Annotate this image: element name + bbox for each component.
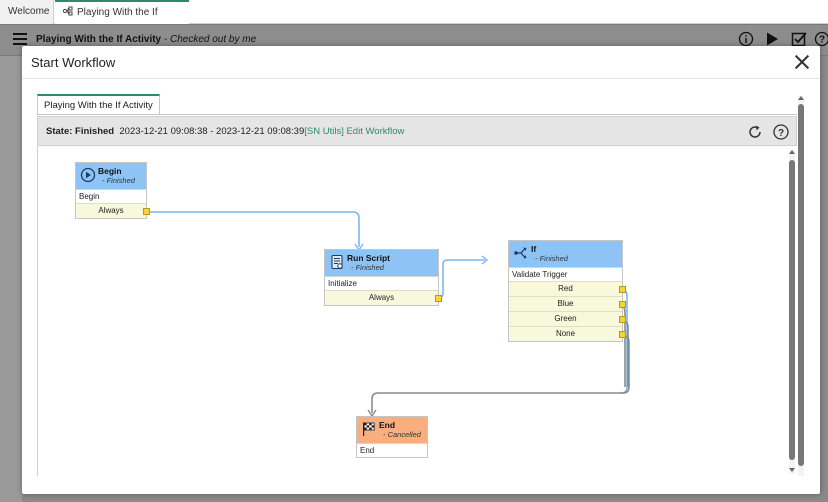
record-subtitle: - Checked out by me — [161, 34, 257, 45]
tab-underline — [37, 114, 797, 115]
page-backdrop-edge — [0, 56, 22, 502]
svg-text:?: ? — [778, 128, 784, 139]
activity-begin[interactable]: Begin - Finished Begin Always — [75, 162, 150, 219]
connector-arrow — [481, 255, 489, 265]
activity-header: Begin - Finished — [76, 163, 146, 189]
scroll-thumb[interactable] — [789, 160, 795, 460]
workflow-canvas[interactable]: Begin - Finished Begin Always Run Script… — [37, 146, 797, 476]
tab-workflow[interactable]: Playing With the If Activity — [55, 0, 189, 39]
condition-label: None — [555, 329, 576, 338]
exit-port[interactable] — [619, 301, 626, 308]
activity-status: - Finished — [535, 254, 568, 263]
play-icon — [80, 167, 96, 183]
connector-begin-to-runscript — [129, 211, 360, 247]
activity-header: Run Script - Finished — [325, 250, 438, 276]
condition-none: None — [509, 326, 626, 341]
dialog-scrollbar[interactable] — [798, 96, 804, 476]
exit-port[interactable] — [143, 208, 150, 215]
activity-name: Run Script — [347, 253, 390, 263]
activity-status: - Finished — [102, 176, 135, 185]
help-icon[interactable]: ? — [814, 31, 828, 47]
activity-name: End — [379, 420, 396, 430]
activity-description: End — [357, 443, 427, 457]
exit-port[interactable] — [435, 295, 442, 302]
tab-label: Welcome — [8, 6, 50, 17]
activity-status: - Finished — [351, 263, 384, 272]
scroll-up-icon[interactable] — [798, 96, 804, 100]
refresh-icon[interactable] — [747, 124, 763, 140]
activity-header: If - Finished — [509, 241, 622, 267]
scroll-up-icon[interactable] — [789, 150, 795, 154]
condition-label: Always — [98, 206, 124, 215]
help-icon[interactable]: ? — [773, 124, 789, 140]
condition-label: Green — [554, 314, 577, 323]
exit-port[interactable] — [619, 286, 626, 293]
record-title: Playing With the If Activity - Checked o… — [36, 34, 256, 45]
state-time-range: 2023-12-21 09:08:38 - 2023-12-21 09:08:3… — [119, 126, 305, 137]
exit-port[interactable] — [619, 331, 626, 338]
workflow-icon — [63, 6, 73, 16]
close-icon[interactable] — [794, 54, 810, 70]
branch-icon — [514, 247, 527, 259]
activity-description: Validate Trigger — [509, 267, 622, 281]
condition-blue: Blue — [509, 296, 626, 311]
state-label: State: Finished — [46, 126, 115, 137]
tab-welcome[interactable]: Welcome — [0, 0, 54, 24]
tab-workflow-context[interactable]: Playing With the If Activity — [37, 94, 160, 115]
activity-run-script[interactable]: Run Script - Finished Initialize Always — [324, 249, 442, 306]
workflow-state-bar: State: Finished 2023-12-21 09:08:38 - 20… — [37, 116, 797, 146]
condition-red: Red — [509, 281, 626, 296]
scroll-thumb[interactable] — [798, 104, 804, 466]
dialog-divider — [22, 78, 820, 79]
checkered-flag-icon — [363, 422, 375, 436]
tab-strip: Welcome Playing With the If Activity — [0, 0, 828, 39]
activity-description: Begin — [76, 189, 146, 203]
run-icon[interactable] — [764, 31, 780, 47]
condition-label: Red — [558, 284, 573, 293]
start-workflow-dialog: Start Workflow Playing With the If Activ… — [22, 46, 820, 494]
dialog-title: Start Workflow — [31, 55, 116, 70]
condition-label: Always — [368, 293, 395, 302]
state-info: State: Finished 2023-12-21 09:08:38 - 20… — [46, 126, 404, 137]
edit-workflow-link[interactable]: [SN Utils] Edit Workflow — [304, 126, 405, 137]
canvas-scrollbar[interactable] — [789, 150, 795, 474]
svg-text:?: ? — [819, 35, 825, 46]
connector-none-to-end — [371, 335, 630, 413]
scroll-down-icon[interactable] — [789, 468, 795, 472]
activity-if[interactable]: If - Finished Validate Trigger Red Blue … — [508, 240, 626, 342]
activity-name: If — [531, 244, 537, 254]
activity-header: End - Cancelled — [357, 417, 427, 443]
activity-name: Begin — [98, 166, 122, 176]
record-title-text: Playing With the If Activity — [36, 34, 162, 45]
exit-port[interactable] — [619, 316, 626, 323]
checkin-icon[interactable] — [791, 31, 807, 47]
activity-status: - Cancelled — [383, 430, 421, 439]
hamburger-menu-icon[interactable] — [13, 33, 27, 45]
info-icon[interactable] — [738, 31, 754, 47]
condition-always: Always — [76, 203, 150, 218]
condition-green: Green — [509, 311, 626, 326]
condition-always: Always — [325, 290, 442, 305]
condition-label: Blue — [557, 299, 574, 308]
activity-description: Initialize — [325, 276, 438, 290]
script-icon — [331, 254, 343, 270]
activity-end[interactable]: End - Cancelled End — [356, 416, 428, 458]
